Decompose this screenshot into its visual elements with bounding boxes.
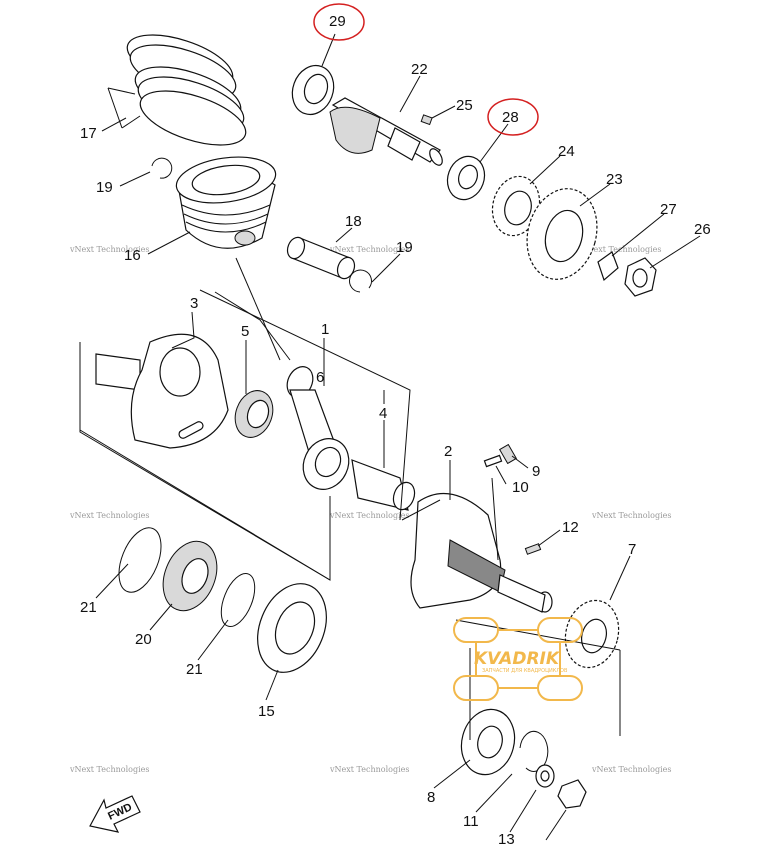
part-number-18: 18 bbox=[345, 213, 362, 230]
part-number-16: 16 bbox=[124, 247, 141, 264]
pin bbox=[483, 454, 503, 468]
nut-26 bbox=[624, 257, 657, 297]
part-number-25: 25 bbox=[456, 97, 473, 114]
lock-washer bbox=[597, 251, 619, 282]
nut bbox=[557, 779, 587, 809]
highlight-circle-28 bbox=[487, 98, 539, 136]
circlip-21-left bbox=[118, 527, 162, 593]
watermark-text: vNext Technologies bbox=[329, 245, 409, 254]
watermark-text: vNext Technologies bbox=[69, 765, 149, 774]
part-number-28: 28 bbox=[502, 109, 519, 126]
circlip-21-right bbox=[220, 573, 256, 627]
circlip bbox=[151, 157, 173, 179]
part-number-27: 27 bbox=[660, 201, 677, 218]
part-number-7: 7 bbox=[628, 541, 636, 558]
crank-wheel-right bbox=[410, 492, 553, 613]
part-number-15: 15 bbox=[258, 703, 275, 720]
highlight-marks bbox=[313, 3, 539, 136]
woodruff-key bbox=[420, 114, 433, 126]
part-number-labels: 29 22 25 28 17 24 23 19 18 16 19 27 26 3… bbox=[80, 13, 711, 845]
part-number-2: 2 bbox=[444, 443, 452, 460]
watermark-text: vNext Technologies bbox=[329, 511, 409, 520]
leader-lines bbox=[79, 33, 701, 841]
spring bbox=[498, 443, 518, 465]
part-number-12: 12 bbox=[562, 519, 579, 536]
watermark-text: vNext Technologies bbox=[69, 511, 149, 520]
washer-13 bbox=[535, 764, 555, 788]
part-number-1: 1 bbox=[321, 321, 329, 338]
balancer-shaft bbox=[329, 97, 443, 166]
plate-8 bbox=[460, 708, 516, 776]
crank-pin bbox=[351, 459, 416, 511]
piston-rings bbox=[107, 34, 247, 146]
needle-bearing bbox=[234, 390, 274, 438]
watermark-layer: vNext Technologies vNext Technologies vN… bbox=[69, 245, 671, 774]
part-number-21: 21 bbox=[186, 661, 203, 678]
brand-name: KVADRIK bbox=[474, 649, 561, 669]
logo-wheel bbox=[453, 675, 499, 701]
part-number-26: 26 bbox=[694, 221, 711, 238]
watermark-text: vNext Technologies bbox=[329, 765, 409, 774]
crank-wheel-left bbox=[79, 333, 331, 581]
part-number-13: 13 bbox=[498, 831, 515, 845]
circlip-11 bbox=[519, 730, 549, 772]
part-number-10: 10 bbox=[512, 479, 529, 496]
balancer-gear-23 bbox=[526, 188, 598, 280]
piston-pin bbox=[286, 236, 356, 280]
watermark-text: vNext Technologies bbox=[591, 765, 671, 774]
drive-gear-24 bbox=[491, 175, 541, 237]
forward-direction-arrow: FWD bbox=[89, 795, 141, 833]
part-number-20: 20 bbox=[135, 631, 152, 648]
bearing-28 bbox=[446, 155, 486, 201]
logo-wheel bbox=[453, 617, 499, 643]
part-number-8: 8 bbox=[427, 789, 435, 806]
watermark-text: vNext Technologies bbox=[581, 245, 661, 254]
part-number-19: 19 bbox=[96, 179, 113, 196]
part-number-9: 9 bbox=[532, 463, 540, 480]
connecting-rod bbox=[286, 366, 350, 490]
key-12 bbox=[524, 543, 542, 555]
part-number-29: 29 bbox=[329, 13, 346, 30]
part-number-24: 24 bbox=[558, 143, 575, 160]
part-number-19: 19 bbox=[396, 239, 413, 256]
logo-wheel bbox=[537, 675, 583, 701]
part-number-23: 23 bbox=[606, 171, 623, 188]
part-number-6: 6 bbox=[316, 369, 324, 386]
kvadrik-logo: KVADRIK ЗАПЧАСТИ ДЛЯ КВАДРОЦИКЛОВ bbox=[453, 617, 583, 701]
part-number-5: 5 bbox=[241, 323, 249, 340]
oil-seal-20 bbox=[162, 540, 218, 612]
part-number-21: 21 bbox=[80, 599, 97, 616]
primary-gear bbox=[564, 599, 620, 669]
part-number-3: 3 bbox=[190, 295, 198, 312]
part-number-17: 17 bbox=[80, 125, 97, 142]
part-number-4: 4 bbox=[379, 405, 387, 422]
watermark-text: vNext Technologies bbox=[591, 511, 671, 520]
brand-tagline: ЗАПЧАСТИ ДЛЯ КВАДРОЦИКЛОВ bbox=[482, 668, 568, 674]
watermark-text: vNext Technologies bbox=[69, 245, 149, 254]
highlight-circle-29 bbox=[313, 3, 365, 41]
circlip bbox=[349, 269, 372, 293]
bearing-29 bbox=[291, 64, 335, 116]
piston bbox=[175, 156, 277, 249]
part-number-11: 11 bbox=[463, 813, 479, 830]
part-number-22: 22 bbox=[411, 61, 428, 78]
bearing-15 bbox=[257, 583, 327, 673]
